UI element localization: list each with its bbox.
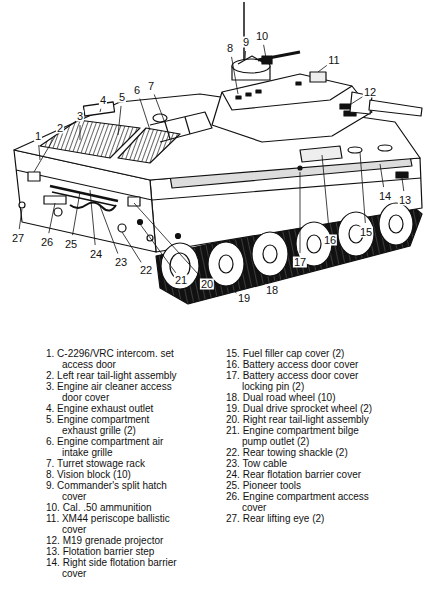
- leader-line: [39, 145, 40, 160]
- parts-list-item: 12. M19 grenade projector: [46, 535, 184, 546]
- parts-list-item: 2. Left rear tail-light assembly: [46, 370, 184, 381]
- leader-line: [90, 190, 95, 245]
- callout-number: 7: [147, 81, 155, 92]
- leader-line: [402, 178, 404, 191]
- parts-list-item: 7. Turret stowage rack: [46, 458, 184, 469]
- parts-list-item: 6. Engine compartment air intake grille: [46, 436, 184, 458]
- parts-list-item: 24. Rear flotation barrier cover: [226, 469, 376, 480]
- parts-list-item: 15. Fuel filler cap cover (2): [226, 348, 376, 359]
- parts-list-item: 23. Tow cable: [226, 458, 376, 469]
- leader-line: [80, 125, 81, 140]
- parts-list-item: 13. Flotation barrier step: [46, 546, 184, 557]
- leader-line: [300, 172, 301, 253]
- parts-list-item: 11. XM44 periscope ballistic cover: [46, 513, 184, 535]
- leader-line: [322, 155, 329, 231]
- callout-number: 17: [293, 257, 307, 268]
- leader-line: [140, 99, 150, 130]
- leader-line: [226, 286, 237, 293]
- tank-body: [14, 2, 422, 304]
- callout-number: 22: [139, 265, 153, 276]
- parts-list-item: 16. Battery access door cover: [226, 359, 376, 370]
- parts-list-item: 17. Battery access door cover locking pi…: [226, 370, 376, 392]
- callout-number: 20: [200, 279, 214, 290]
- leader-line: [100, 109, 102, 112]
- parts-list-column: 15. Fuel filler cap cover (2)16. Battery…: [226, 348, 376, 524]
- leader-line: [118, 106, 121, 135]
- parts-list-item: 18. Dual road wheel (10): [226, 392, 376, 403]
- leader-line: [19, 209, 22, 229]
- parts-list-item: 5. Engine compartment exhaust grille (2): [46, 414, 184, 436]
- callout-number: 27: [11, 233, 25, 244]
- leader-line: [49, 203, 55, 233]
- leader-line: [360, 152, 365, 223]
- callout-number: 8: [226, 43, 234, 54]
- callout-number: 24: [89, 249, 103, 260]
- leader-line: [134, 203, 201, 277]
- callout-number: 26: [40, 237, 54, 248]
- callout-number: 2: [56, 123, 64, 134]
- callout-number: 10: [255, 31, 269, 42]
- leader-line: [318, 65, 327, 72]
- parts-list-item: 27. Rear lifting eye (2): [226, 513, 376, 524]
- parts-list-item: 8. Vision block (10): [46, 469, 184, 480]
- parts-list-item: 10. Cal. .50 ammunition: [46, 502, 184, 513]
- callout-number: 18: [265, 285, 279, 296]
- parts-list-item: 9. Commander's split hatch cover: [46, 480, 184, 502]
- leader-line: [348, 97, 362, 106]
- leader-line: [245, 51, 247, 60]
- parts-list-item: 1. C-2296/VRC intercom. set access door: [46, 348, 184, 370]
- parts-list-item: 22. Rear towing shackle (2): [226, 447, 376, 458]
- callout-number: 6: [133, 85, 141, 96]
- callout-number: 3: [76, 111, 84, 122]
- callout-number: 21: [174, 275, 188, 286]
- parts-list-item: 21. Engine compartment bilge pump outlet…: [226, 425, 376, 447]
- callout-number: 12: [363, 87, 377, 98]
- callout-number: 1: [34, 131, 42, 142]
- callout-number: 19: [237, 293, 251, 304]
- parts-list-column: 1. C-2296/VRC intercom. set access door2…: [46, 348, 184, 579]
- callout-number: 23: [114, 257, 128, 268]
- callout-number: 5: [118, 92, 126, 103]
- callout-number: 15: [359, 227, 373, 238]
- parts-list-item: 4. Engine exhaust outlet: [46, 403, 184, 414]
- parts-list-item: 26. Engine compartment access cover: [226, 491, 376, 513]
- parts-list-item: 14. Right side flotation barrier cover: [46, 557, 184, 579]
- parts-list-item: 20. Right rear tail-light assembly: [226, 414, 376, 425]
- leader-line: [154, 94, 165, 123]
- callout-number: 9: [242, 37, 250, 48]
- leader-line: [232, 57, 238, 94]
- callout-number: 25: [64, 239, 78, 250]
- callout-number: 4: [99, 95, 107, 106]
- callout-number: 14: [378, 191, 392, 202]
- callout-number: 11: [327, 55, 340, 66]
- parts-list-item: 19. Dual drive sprocket wheel (2): [226, 403, 376, 414]
- leader-line: [100, 206, 118, 254]
- callout-number: 16: [323, 235, 337, 246]
- leader-line: [272, 276, 273, 281]
- leader-line: [73, 192, 80, 235]
- leader-line: [264, 45, 266, 58]
- callout-number: 13: [398, 195, 412, 206]
- parts-list-item: 25. Pioneer tools: [226, 480, 376, 491]
- parts-list-item: 3. Engine air cleaner access door cover: [46, 381, 184, 403]
- leader-line: [380, 164, 384, 187]
